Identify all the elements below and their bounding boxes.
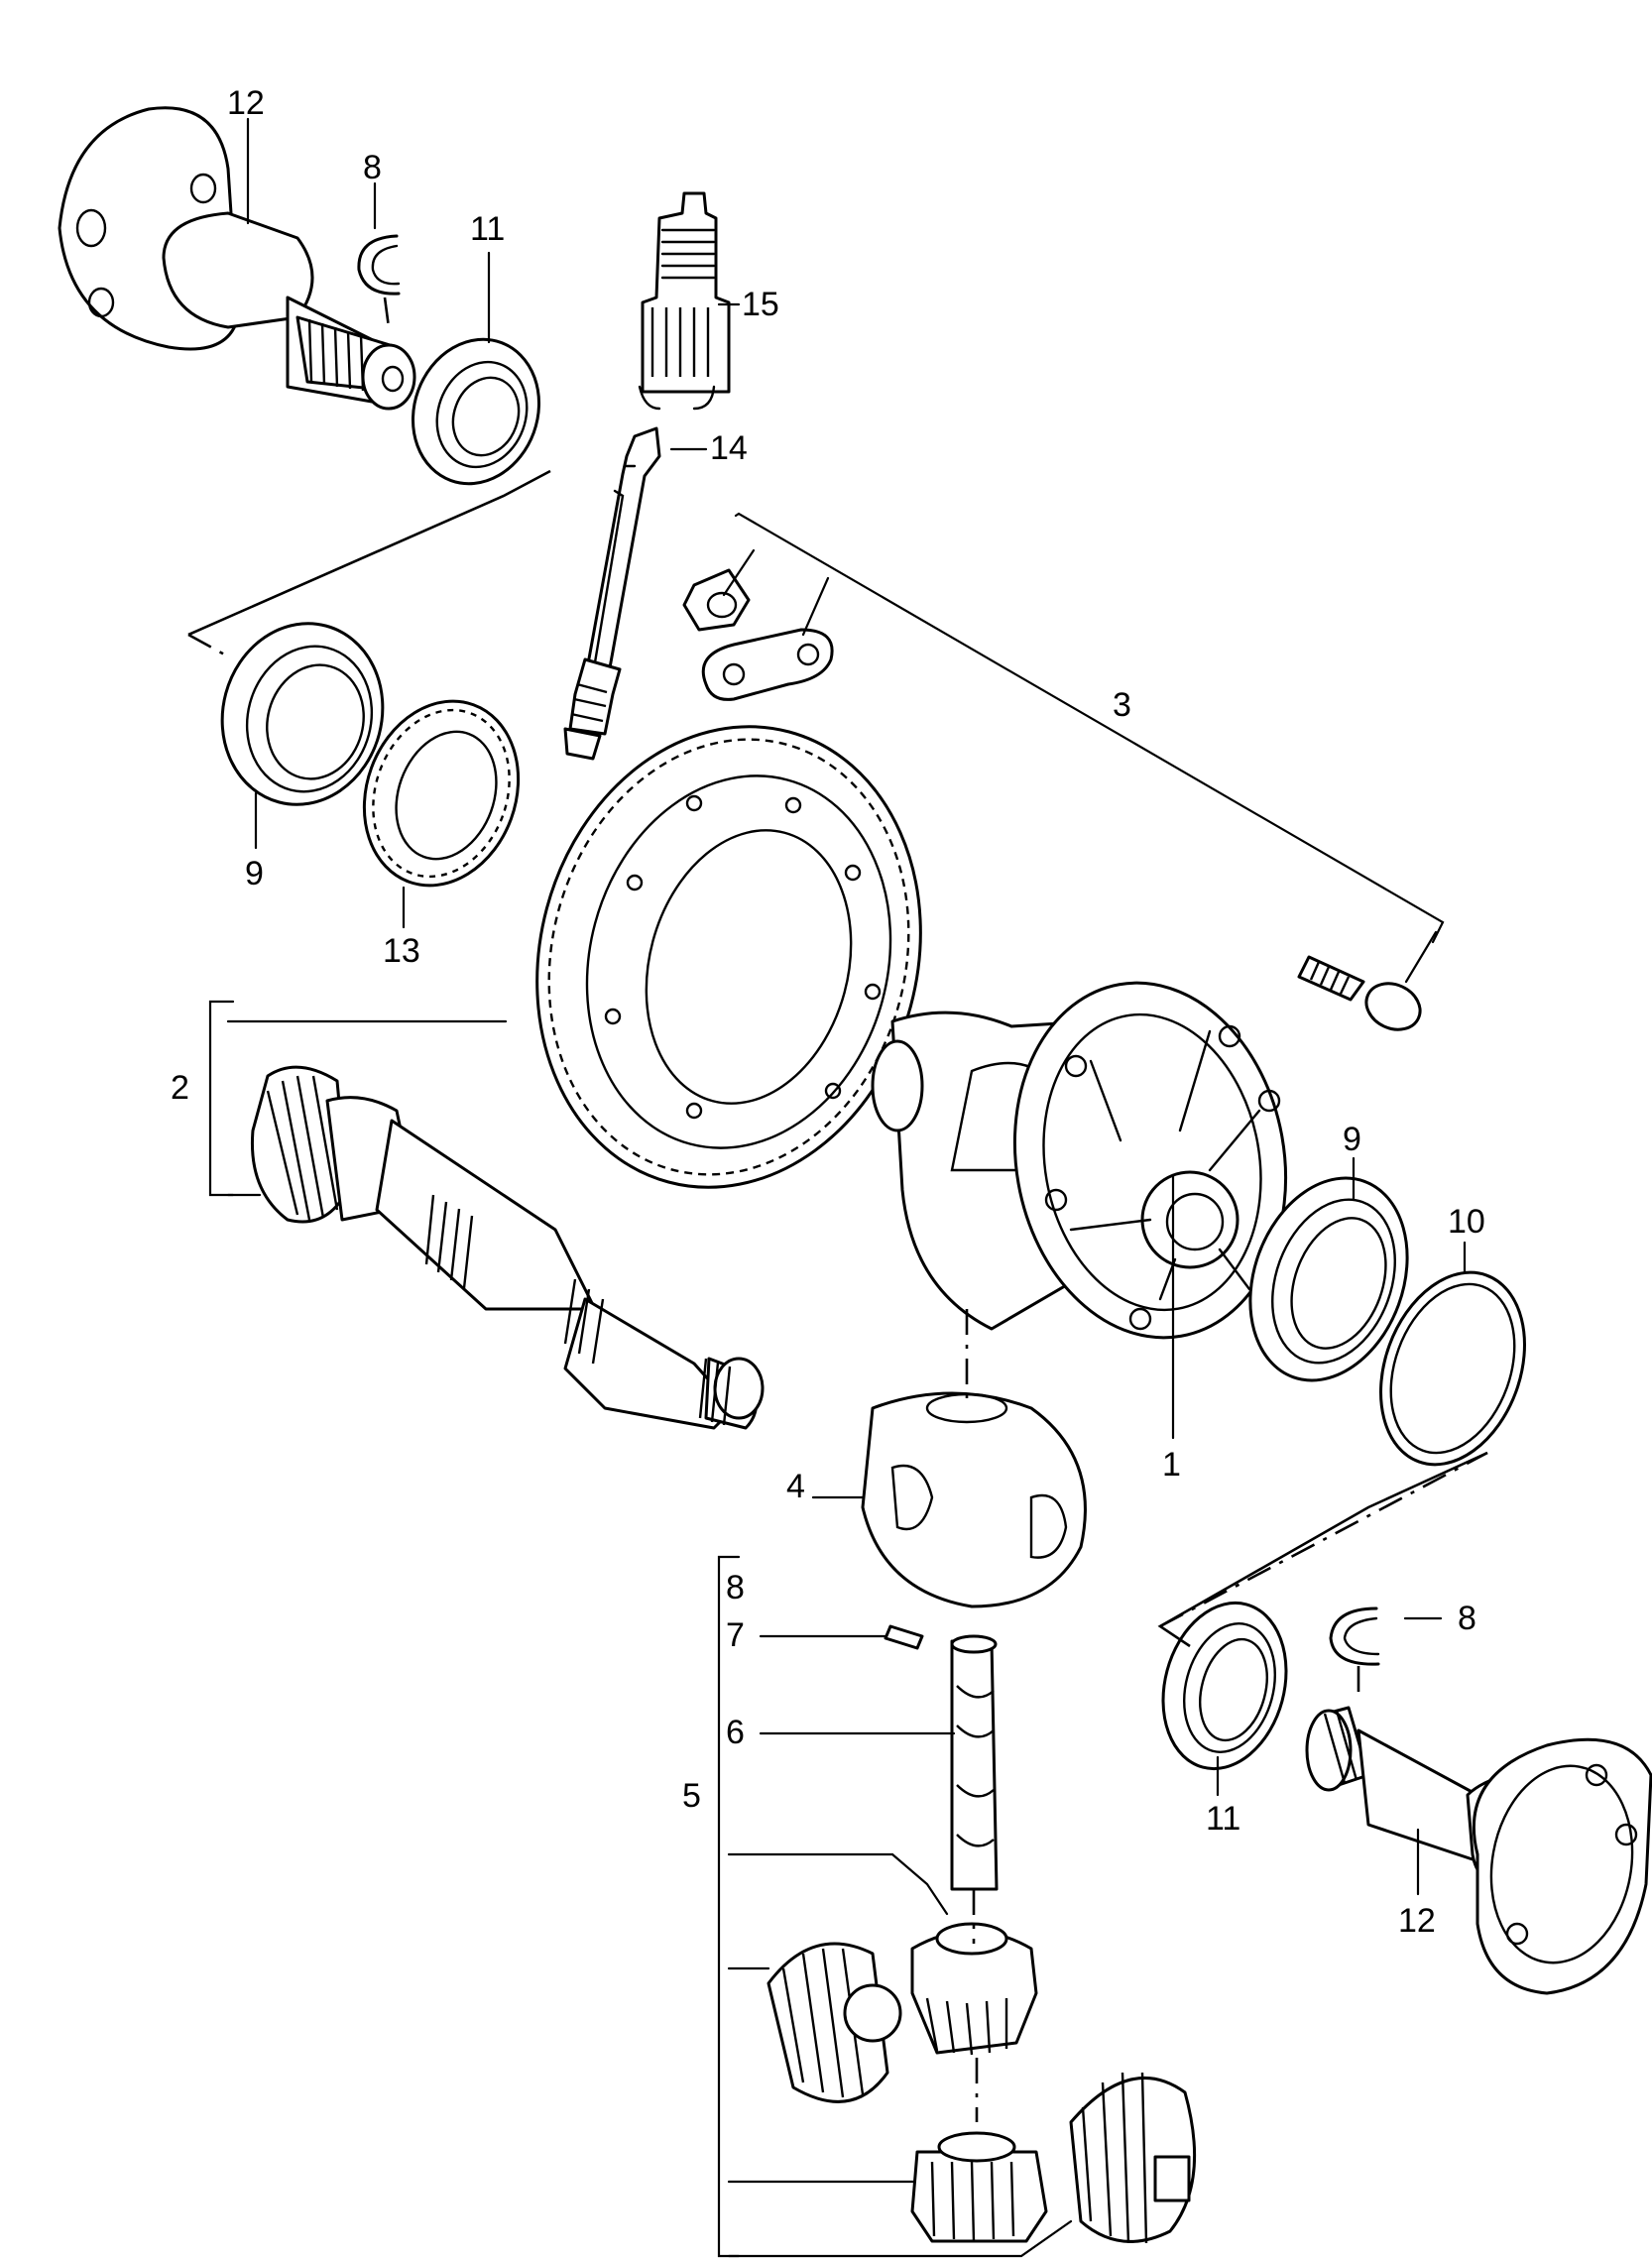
- callout-7: 7: [726, 1616, 745, 1654]
- callout-9-left: 9: [245, 855, 264, 892]
- part-12-flange-bottom: [1305, 1706, 1652, 1995]
- part-11-seal-bottom: [1161, 1601, 1288, 1771]
- part-2-pinion-shaft: [250, 1065, 765, 1430]
- part-14-speedo-shaft: [563, 426, 661, 761]
- part-2-ring-gear: [535, 725, 922, 1189]
- callout-5: 5: [682, 1777, 701, 1815]
- part-5-side-gear-upper: [910, 1889, 1038, 2122]
- part-4-cage: [861, 1309, 1087, 1608]
- callout-8-top: 8: [363, 149, 382, 186]
- part-12-flange-top: [58, 106, 416, 411]
- part-3-bolt: [1297, 955, 1422, 1031]
- part-3-plate: [701, 628, 834, 701]
- part-3-nut: [682, 568, 751, 632]
- callout-12-bottom: 12: [1398, 1902, 1436, 1940]
- callout-labels: 12 8 11 15 14 3 9 13 2 9 10 1 4 8 7 8 6 …: [171, 84, 1485, 1940]
- callout-10: 10: [1448, 1203, 1485, 1241]
- callout-8-mid: 8: [726, 1569, 745, 1606]
- part-5-planet-gear-left: [767, 1942, 902, 2103]
- part-8-circlip-bottom: [1329, 1606, 1380, 1701]
- part-11-seal-top: [411, 337, 541, 486]
- part-10-shim: [1379, 1270, 1526, 1467]
- callout-4: 4: [786, 1468, 805, 1505]
- callout-13: 13: [383, 932, 420, 970]
- callout-14: 14: [710, 429, 748, 467]
- callout-9-right: 9: [1343, 1121, 1361, 1158]
- part-5-side-gear-lower: [910, 2131, 1048, 2243]
- callout-15: 15: [742, 286, 779, 323]
- part-9-bearing-left: [220, 622, 385, 806]
- part-13-gear-ring: [362, 699, 521, 888]
- leader-lines: [208, 117, 1467, 2258]
- part-9-bearing-right: [1248, 1176, 1409, 1382]
- callout-12-top: 12: [227, 84, 265, 122]
- callout-8-right: 8: [1458, 1600, 1476, 1637]
- part-7-pin: [884, 1624, 924, 1650]
- part-8-circlip-top: [357, 234, 401, 328]
- assembly-lines: [187, 469, 1488, 1648]
- part-6-cross-shaft: [950, 1634, 999, 1891]
- callout-3: 3: [1113, 686, 1131, 724]
- part-5-planet-gear-right: [1069, 2072, 1197, 2244]
- callout-1: 1: [1162, 1446, 1181, 1484]
- callout-11-bottom: 11: [1206, 1800, 1240, 1838]
- part-1-differential-housing: [871, 981, 1288, 1340]
- callout-11-top: 11: [470, 210, 505, 248]
- callout-6: 6: [726, 1714, 745, 1751]
- part-15-drive-shaft: [638, 191, 731, 411]
- callout-2: 2: [171, 1069, 189, 1107]
